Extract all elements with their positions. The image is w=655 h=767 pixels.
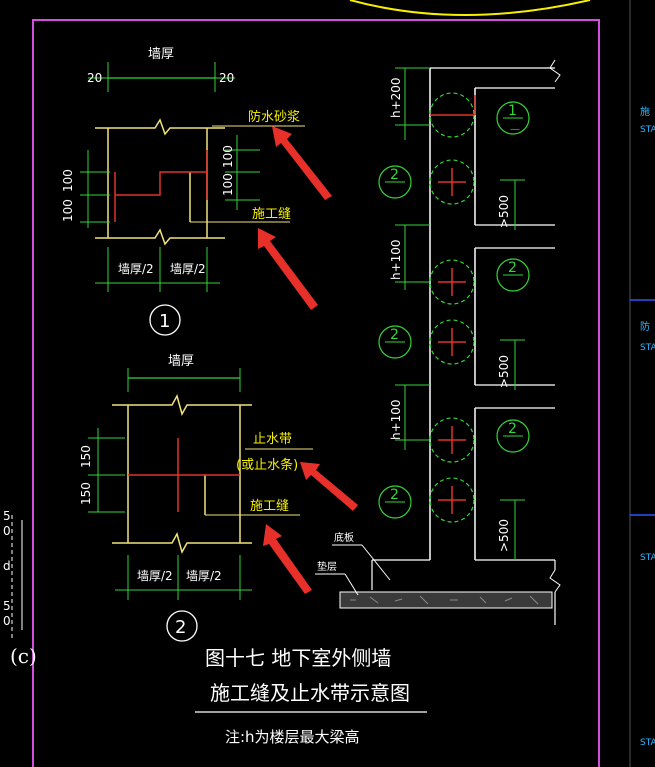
joint-marker bbox=[429, 319, 475, 365]
fragment-char: 0 bbox=[3, 614, 11, 628]
joint-marker bbox=[429, 259, 475, 305]
d2-label-waterstop-alt: (或止水条) bbox=[236, 457, 298, 473]
d1-offset-left: 20 bbox=[87, 71, 102, 85]
d1-number-bubble bbox=[149, 304, 181, 336]
fragment-char: 5 bbox=[3, 599, 11, 613]
wall-elevation: h+200 h+100 h+100 >500 >500 >500 bbox=[315, 59, 561, 625]
fragment-char: 5 bbox=[3, 509, 11, 523]
d2-label-waterstop: 止水带 bbox=[253, 432, 292, 447]
elev-dim-h100-2: h+100 bbox=[389, 399, 403, 440]
drawing-frame bbox=[32, 19, 600, 767]
sidebar-label: STA bbox=[640, 553, 655, 563]
arrow-4 bbox=[263, 524, 312, 594]
fragment-char: d bbox=[3, 559, 11, 573]
d1-bottom-right: 墙厚/2 bbox=[170, 262, 206, 276]
d1-left-upper: 100 bbox=[61, 169, 75, 192]
d1-top-dim: 墙厚 bbox=[148, 47, 174, 62]
d2-top-dim: 墙厚 bbox=[168, 354, 194, 369]
arrow-3 bbox=[300, 462, 358, 511]
svg-text:—: — bbox=[510, 124, 520, 135]
d2-left-upper: 150 bbox=[79, 445, 93, 468]
sidebar-label: 施 bbox=[640, 105, 650, 118]
label-base-slab: 底板 bbox=[334, 531, 354, 544]
elev-gte500-3: >500 bbox=[497, 519, 511, 552]
title-line2: 施工缝及止水带示意图 bbox=[210, 681, 410, 705]
d2-label-joint: 施工缝 bbox=[250, 499, 289, 514]
d1-right-lower: 100 bbox=[221, 173, 235, 196]
d1-offset-right: 20 bbox=[219, 71, 234, 85]
d1-number: 1 bbox=[159, 311, 170, 332]
ref-bubble: 2 bbox=[378, 485, 412, 519]
fragment-label: (c) bbox=[10, 644, 37, 668]
elev-gte500-1: >500 bbox=[497, 195, 511, 228]
sidebar-label: 防 bbox=[640, 320, 650, 333]
top-arc bbox=[349, 0, 591, 16]
elev-dim-h100-1: h+100 bbox=[389, 239, 403, 280]
joint-marker bbox=[429, 92, 475, 138]
ref-bubble: 2 bbox=[496, 419, 530, 453]
elev-gte500-2: >500 bbox=[497, 355, 511, 388]
title-line1: 图十七 地下室外侧墙 bbox=[205, 646, 391, 670]
d1-left-lower: 100 bbox=[61, 199, 75, 222]
d2-number: 2 bbox=[175, 617, 186, 638]
ref-bubble-number: 1 bbox=[508, 103, 517, 119]
d1-bottom-left: 墙厚/2 bbox=[118, 262, 154, 276]
joint-marker bbox=[429, 477, 475, 523]
d1-label-waterproof: 防水砂浆 bbox=[248, 109, 300, 125]
sidebar-label: STA bbox=[640, 343, 655, 353]
ref-bubble: 2 bbox=[496, 258, 530, 292]
ref-bubble-number: 2 bbox=[390, 167, 399, 183]
right-sidebar: 施 STA 防 STA STA STA bbox=[629, 0, 655, 767]
detail-1: 墙厚 20 20 100 100 100 100 墙厚/2 bbox=[61, 47, 305, 336]
ref-bubble-number: 2 bbox=[390, 487, 399, 503]
annotation-arrows bbox=[258, 126, 358, 594]
ref-bubble-number: 2 bbox=[508, 421, 517, 437]
left-fragment: 5 0 d 5 0 (c) bbox=[3, 509, 37, 668]
arrow-1 bbox=[272, 126, 332, 200]
title-note: 注:h为楼层最大梁高 bbox=[225, 728, 360, 746]
detail-2: 墙厚 150 150 墙厚/2 墙厚/2 止水带 (或止水条) 施工缝 2 bbox=[79, 354, 313, 642]
elev-dim-h200: h+200 bbox=[389, 77, 403, 118]
joint-marker bbox=[429, 417, 475, 463]
ref-bubble-number: 2 bbox=[390, 327, 399, 343]
ref-bubble-number: 2 bbox=[508, 260, 517, 276]
d2-bottom-left: 墙厚/2 bbox=[137, 569, 173, 583]
ref-bubble: 1 — bbox=[496, 101, 530, 135]
cushion-layer bbox=[339, 591, 553, 609]
d2-number-bubble bbox=[166, 610, 198, 642]
title-block: 图十七 地下室外侧墙 施工缝及止水带示意图 注:h为楼层最大梁高 bbox=[195, 646, 427, 746]
sidebar-label: STA bbox=[640, 738, 655, 748]
d2-bottom-right: 墙厚/2 bbox=[186, 569, 222, 583]
label-cushion: 垫层 bbox=[317, 560, 337, 573]
sidebar-label: STA bbox=[640, 125, 655, 135]
fragment-char: 0 bbox=[3, 524, 11, 538]
ref-bubble: 2 bbox=[378, 325, 412, 359]
arrow-2 bbox=[258, 228, 318, 310]
d1-right-upper: 100 bbox=[221, 145, 235, 168]
ref-bubble: 2 bbox=[378, 165, 412, 199]
joint-marker bbox=[429, 159, 475, 205]
d2-left-lower: 150 bbox=[79, 482, 93, 505]
d1-label-joint: 施工缝 bbox=[252, 207, 291, 222]
